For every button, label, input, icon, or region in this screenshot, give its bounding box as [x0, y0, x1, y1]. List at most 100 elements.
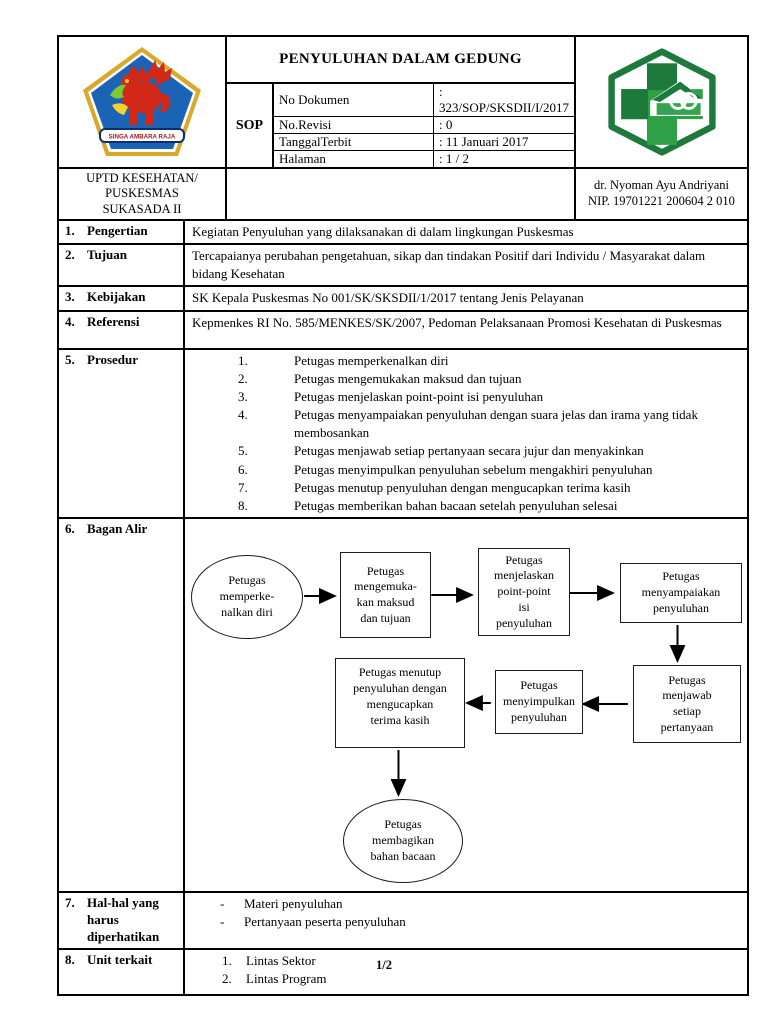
- related-unit-item: 1. Lintas Sektor: [192, 952, 740, 970]
- item-text: Lintas Sektor: [246, 952, 316, 968]
- flow-node-bagikan: Petugas membagikan bahan bacaan: [343, 799, 463, 884]
- related-units: 1. Lintas Sektor 2. Lintas Program: [185, 950, 747, 994]
- section-row-unit-terkait: 8. Unit terkait 1. Lintas Sektor 2. Lintas…: [59, 947, 747, 994]
- section-text: SK Kepala Puskesmas No 001/SK/SKSDII/1/2…: [192, 290, 584, 306]
- step-number: 6.: [238, 461, 248, 477]
- section-heading: 6. Bagan Alir: [59, 519, 185, 892]
- section-row-referensi: 4. Referensi Kepmenkes RI No. 585/MENKES…: [59, 309, 747, 348]
- attention-items: -Materi penyuluhan - Pertanyaan peserta p…: [185, 893, 747, 948]
- header-row-2: UPTD KESEHATAN/ PUSKESMAS SUKASADA II dr…: [59, 167, 747, 219]
- section-row-pengertian: 1. Pengertian Kegiatan Penyuluhan yang d…: [59, 218, 747, 243]
- flow-node-simpulkan: Petugas menyimpulkan penyuluhan: [495, 670, 583, 735]
- step-text: Petugas mengemukakan maksud dan tujuan: [294, 370, 522, 386]
- emblem-banner-text: SINGA AMBARA RAJA: [109, 134, 176, 141]
- procedure-step: 1. Petugas memperkenalkan diri: [192, 352, 740, 370]
- sop-meta-table: SOP No Dokumen : 323/SOP/SKSDII/I/2017 N…: [227, 84, 574, 167]
- step-number: 4.: [238, 407, 248, 423]
- organization-name: UPTD KESEHATAN/ PUSKESMAS SUKASADA II: [59, 169, 227, 219]
- meta-label: No Dokumen: [274, 84, 434, 116]
- procedure-step: 2.Petugas mengemukakan maksud dan tujuan: [192, 370, 740, 388]
- step-text: Petugas menjawab setiap pertanyaan secar…: [294, 443, 644, 459]
- section-heading: 8. Unit terkait: [59, 949, 185, 994]
- section-row-kebijakan: 3. Kebijakan SK Kepala Puskesmas No 001/…: [59, 285, 747, 310]
- procedure-step: 5.Petugas menjawab setiap pertanyaan sec…: [192, 442, 740, 460]
- procedure-step: 6. Petugas menyimpulkan penyuluhan sebelu…: [192, 461, 740, 479]
- procedure-step: 7. Petugas menutup penyuluhan dengan meng…: [192, 479, 740, 497]
- step-text: Petugas menyampaiakan penyuluhan dengan …: [294, 407, 698, 441]
- section-heading: 1. Pengertian: [59, 220, 185, 243]
- section-heading: 4. Referensi: [59, 311, 185, 348]
- meta-label: Halaman: [274, 151, 434, 167]
- section-label: Hal-hal yang harus diperhatikan: [87, 895, 160, 944]
- step-number: 7.: [238, 479, 248, 495]
- step-text: Petugas memberikan bahan bacaan setelah …: [294, 498, 618, 513]
- procedure-step: 8.Petugas memberikan bahan bacaan setela…: [192, 497, 740, 515]
- step-text: Petugas menyimpulkan penyuluhan sebelum …: [294, 461, 653, 477]
- flowchart-arrows: [304, 585, 686, 798]
- section-number: 4.: [65, 313, 75, 329]
- meta-row: No Dokumen : 323/SOP/SKSDII/I/2017: [273, 84, 574, 117]
- header-middle-cell: PENYULUHAN DALAM GEDUNG SOP No Dokumen :…: [227, 37, 576, 167]
- flow-node-sampaikan: Petugas menyampaiakan penyuluhan: [620, 563, 742, 624]
- section-label: Referensi: [87, 313, 140, 329]
- document-title: PENYULUHAN DALAM GEDUNG: [227, 37, 574, 84]
- step-text: Petugas menjelaskan point-point isi peny…: [294, 388, 544, 404]
- meta-label: TanggalTerbit: [274, 134, 434, 150]
- section-text: Kepmenkes RI No. 585/MENKES/SK/2007, Ped…: [192, 314, 722, 330]
- meta-value: : 1 / 2: [438, 151, 469, 166]
- section-label: Pengertian: [87, 222, 148, 238]
- section-number: 1.: [65, 222, 75, 238]
- section-label: Unit terkait: [87, 951, 153, 967]
- section-row-hal-hal: 7. Hal-hal yang harus diperhatikan -Mate…: [59, 891, 747, 948]
- item-number: 1.: [222, 952, 232, 968]
- attention-item: - Pertanyaan peserta penyuluhan: [192, 913, 740, 931]
- section-text: Tercapaianya perubahan pengetahuan, sika…: [192, 247, 706, 282]
- section-heading: 5. Prosedur: [59, 349, 185, 518]
- item-bullet: -: [220, 896, 225, 912]
- flow-node-maksud: Petugas mengemuka- kan maksud dan tujuan: [340, 552, 431, 639]
- section-heading: 7. Hal-hal yang harus diperhatikan: [59, 893, 185, 948]
- step-number: 3.: [238, 388, 248, 404]
- step-text: Petugas memperkenalkan diri: [294, 352, 449, 368]
- flow-node-start: Petugas memperke- nalkan diri: [191, 555, 303, 640]
- flow-node-point: Petugas menjelaskan point-point isi peny…: [478, 548, 570, 637]
- sop-label: SOP: [227, 84, 274, 167]
- attention-item: -Materi penyuluhan: [192, 895, 740, 913]
- section-number: 3.: [65, 289, 75, 305]
- head-identity-cell: dr. Nyoman Ayu Andriyani NIP. 19701221 2…: [576, 169, 747, 219]
- section-label: Bagan Alir: [87, 521, 148, 537]
- meta-row: No.Revisi : 0: [273, 117, 574, 134]
- section-row-tujuan: 2. Tujuan Tercapaianya perubahan pengeta…: [59, 242, 747, 286]
- related-unit-item: 2. Lintas Program: [192, 970, 740, 988]
- item-number: 2.: [222, 971, 232, 987]
- meta-value: : 0: [438, 117, 453, 132]
- section-heading: 3. Kebijakan: [59, 287, 185, 310]
- meta-row: TanggalTerbit : 11 Januari 2017: [273, 134, 574, 151]
- right-logo-cell: [576, 37, 747, 167]
- step-text: Petugas menutup penyuluhan dengan menguc…: [294, 479, 631, 495]
- section-number: 6.: [65, 521, 75, 537]
- empty-signature-cell: [227, 169, 576, 219]
- section-number: 8.: [65, 951, 75, 967]
- section-number: 7.: [65, 895, 75, 911]
- flow-node-tutup: Petugas menutup penyuluhan dengan menguc…: [335, 658, 465, 749]
- section-label: Tujuan: [87, 246, 127, 262]
- meta-value: : 323/SOP/SKSDII/I/2017: [438, 84, 570, 115]
- header-row: SINGA AMBARA RAJA PENYULUHAN DALAM GEDUN…: [59, 37, 747, 167]
- section-number: 5.: [65, 351, 75, 367]
- section-number: 2.: [65, 246, 75, 262]
- item-bullet: -: [220, 914, 225, 930]
- item-text: Lintas Program: [246, 971, 327, 987]
- section-row-bagan-alir: 6. Bagan Alir: [59, 517, 747, 892]
- section-label: Prosedur: [87, 351, 139, 367]
- left-logo-cell: SINGA AMBARA RAJA: [59, 37, 227, 167]
- item-text: Pertanyaan peserta penyuluhan: [244, 914, 406, 930]
- flowchart: Petugas memperke- nalkan diri Petugas me…: [185, 519, 747, 891]
- flow-node-jawab: Petugas menjawab setiap pertanyaan: [633, 665, 741, 744]
- step-number: 1.: [238, 352, 248, 368]
- procedure-step: 3. Petugas menjelaskan point-point isi pe…: [192, 388, 740, 406]
- meta-value: : 11 Januari 2017: [438, 134, 529, 149]
- footer-page-number: 1/2: [376, 958, 392, 972]
- meta-label: No.Revisi: [274, 117, 434, 133]
- document-table: SINGA AMBARA RAJA PENYULUHAN DALAM GEDUN…: [57, 35, 749, 996]
